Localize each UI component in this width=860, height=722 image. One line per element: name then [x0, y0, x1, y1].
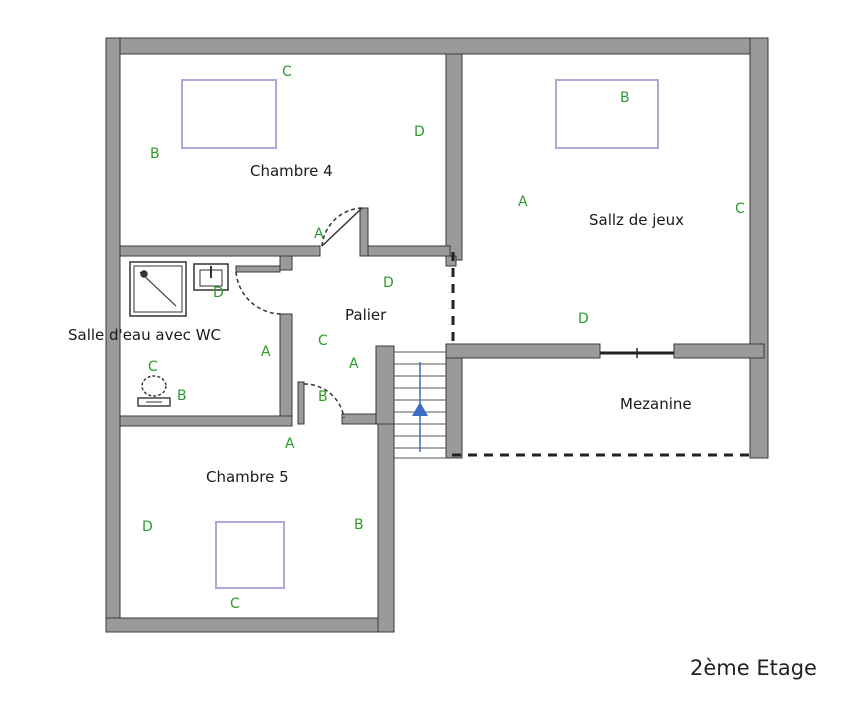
wall-letter: A — [518, 194, 528, 210]
wall-se-ch5 — [119, 415, 293, 427]
wall-letter: D — [414, 124, 425, 140]
wall-letter: A — [314, 226, 324, 242]
room-label-salle-jeux: Sallz de jeux — [589, 211, 684, 229]
wall-jeux-mez-left — [445, 343, 601, 359]
wall-jeux-mez-right — [673, 343, 765, 359]
wall-letter: C — [318, 333, 328, 349]
room-label-mezzanine: Mezanine — [620, 395, 692, 413]
sink-icon — [193, 263, 229, 291]
wall-letter: B — [620, 90, 630, 106]
wall-ch4-bottom-left — [119, 245, 321, 257]
shower-icon — [129, 261, 187, 317]
wall-se-top-stub — [235, 265, 281, 273]
wall-outer-bottom — [105, 617, 395, 633]
room-label-palier: Palier — [345, 306, 387, 324]
wall-stair-left — [375, 345, 395, 425]
wall-stair-right — [445, 345, 463, 459]
wall-letters: C B D A B A C D D A C B D C A B A D B C — [142, 64, 745, 612]
wall-letter: D — [578, 311, 589, 327]
wall-letter: B — [177, 388, 187, 404]
wall-letter: A — [261, 344, 271, 360]
wall-letter: B — [318, 389, 328, 405]
doors — [235, 207, 363, 419]
window-chambre4 — [181, 79, 277, 149]
wall-letter: C — [735, 201, 745, 217]
wall-se-right-lower — [279, 313, 293, 419]
wall-letter: B — [354, 517, 364, 533]
wall-letter: A — [285, 436, 295, 452]
room-label-salle-eau: Salle d'eau avec WC — [68, 326, 221, 344]
windows — [181, 79, 659, 589]
wall-letter: A — [349, 356, 359, 372]
toilet-icon — [137, 375, 171, 407]
walls — [105, 37, 769, 633]
wall-ch4-jamb — [359, 207, 369, 257]
window-salle-jeux — [555, 79, 659, 149]
wall-ch4-jeux — [445, 53, 463, 261]
window-chambre5 — [215, 521, 285, 589]
wall-outer-top — [105, 37, 769, 55]
wall-letter: D — [213, 285, 224, 301]
floor-title: 2ème Etage — [690, 656, 817, 680]
door-swing-salle-eau — [235, 271, 283, 315]
wall-outer-right — [749, 37, 769, 459]
wall-letter: C — [282, 64, 292, 80]
wall-ch4-bottom-right — [359, 245, 451, 257]
door-leaf-chambre4 — [321, 207, 363, 247]
wall-letter: D — [142, 519, 153, 535]
stair-arrow-icon — [412, 362, 428, 452]
wall-letter: C — [230, 596, 240, 612]
wall-letter: B — [150, 146, 160, 162]
room-label-chambre5: Chambre 5 — [206, 468, 289, 486]
wall-ch5-jamb — [297, 381, 305, 425]
room-label-chambre4: Chambre 4 — [250, 162, 333, 180]
wall-se-right-upper — [279, 255, 293, 271]
wall-letter: C — [148, 359, 158, 375]
door-swing-chambre4 — [321, 207, 363, 247]
wall-letter: D — [383, 275, 394, 291]
wall-jeux-stub — [445, 255, 457, 267]
door-swing-chambre5 — [303, 383, 345, 419]
